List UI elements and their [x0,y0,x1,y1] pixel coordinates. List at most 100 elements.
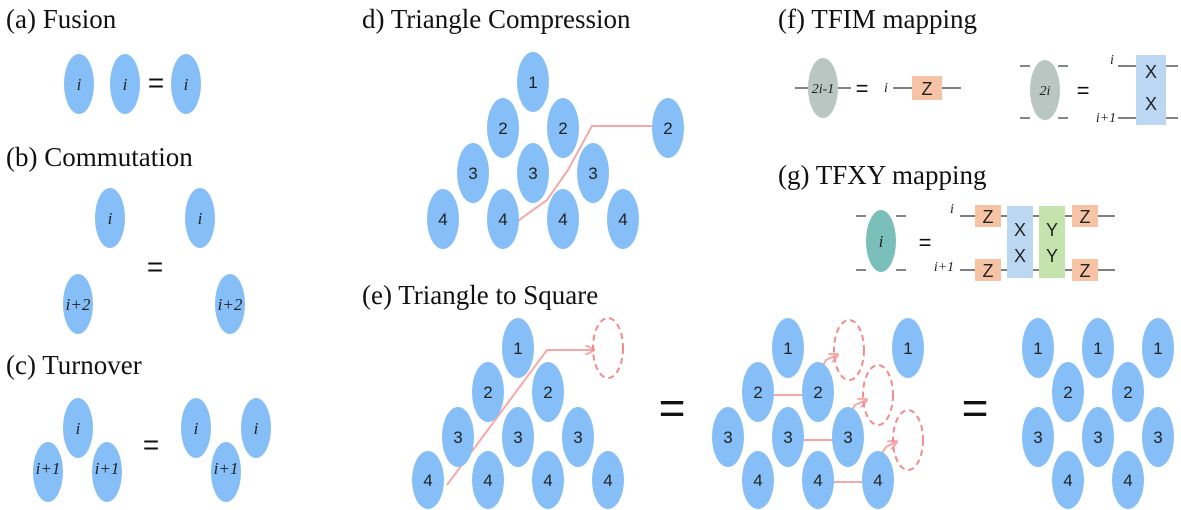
node: 3 [1142,407,1174,467]
node-gray [1030,60,1060,120]
node-label: 2 [753,383,762,402]
node: 2 [742,362,774,422]
node: 3 [517,143,549,203]
node-label: 1 [513,339,522,358]
dashed-target-node [592,317,624,379]
node-label: 2 [498,119,507,138]
node: 3 [562,407,594,467]
node-label: 3 [1093,428,1102,447]
node-label: i [879,232,884,251]
node: 3 [442,407,474,467]
node: 1 [1022,318,1054,378]
gate-label: X [1145,62,1157,82]
node-label: 2 [663,119,672,138]
wire-label: i [884,81,888,96]
xx-gate [1007,206,1033,278]
node: i+2 [63,274,93,334]
shift-arrow [446,350,593,486]
node: 4 [1112,451,1144,509]
node: 4 [1052,451,1084,509]
gate-label: X [1014,246,1026,266]
node-label: 4 [543,471,552,490]
wire-label: i+1 [934,260,954,275]
node-label: 4 [438,210,447,229]
panel-b-title: (b) Commutation [6,142,193,172]
node: 2 [1052,362,1084,422]
node-label: 3 [453,428,462,447]
node-label: 2i [1040,84,1051,99]
node-label: 4 [498,210,507,229]
node-label: 4 [1063,471,1072,490]
node: 4 [592,451,624,509]
panel-f-title: (f) TFIM mapping [778,4,977,34]
node: 4 [487,189,519,249]
node-label: i [108,209,113,228]
panel-a-title: (a) Fusion [6,4,117,34]
gate-label: Z [983,261,994,281]
odd-node-mapping: 2i-1 = i Z [795,58,961,118]
node: i [64,54,94,114]
node: i [185,188,215,248]
panel-b-commutation: (b) Commutation i i+2 = i i+2 [6,142,245,334]
node-teal [866,210,896,272]
equals-sign: = [147,251,163,282]
node: 4 [427,189,459,249]
node-label: i [76,419,81,438]
node-label: 3 [843,428,852,447]
node: 4 [607,189,639,249]
node: 4 [547,189,579,249]
node: 3 [1082,407,1114,467]
node-label: 4 [813,471,822,490]
node: 1 [892,318,924,378]
node-label: 1 [783,339,792,358]
node-label: i+1 [36,459,61,478]
node: 2 [1112,362,1144,422]
triangle-group-2: 1 1 2 2 3 3 3 4 4 4 [712,318,924,509]
even-node-mapping: 2i = i i+1 X X [1020,53,1178,126]
node-label: 1 [528,73,537,92]
compression-arrow [508,125,663,228]
node: 3 [577,143,609,203]
node-label: 4 [753,471,762,490]
node-label: 4 [423,471,432,490]
node-label: 4 [1123,471,1132,490]
node-label: 2 [1123,383,1132,402]
node-label: 2 [543,383,552,402]
gate-label: X [1014,220,1026,240]
node: 2 [532,362,564,422]
node-label: 4 [483,471,492,490]
node-label: i+2 [66,295,91,314]
node-label: 3 [573,428,582,447]
equals-sign: = [962,382,989,434]
node: 4 [802,451,834,509]
node-gray [808,58,838,118]
dashed-target-node [833,319,865,381]
node: 2 [547,98,579,158]
gate-label: Y [1046,246,1058,266]
panel-a-fusion: (a) Fusion i i = i [6,4,201,114]
panel-d-title: d) Triangle Compression [362,4,631,34]
node-label: 3 [513,428,522,447]
node-label: 3 [528,164,537,183]
node: i+1 [92,442,122,502]
gate-label: Z [922,79,933,99]
node: 3 [1022,407,1054,467]
z-gate [912,76,942,100]
gate-label: Y [1046,220,1058,240]
node: 1 [1142,318,1174,378]
gate-label: Z [1080,261,1091,281]
panel-d-triangle-compression: d) Triangle Compression 1 2 2 3 3 3 4 4 … [362,4,684,249]
node-label: i+1 [214,459,239,478]
z-gate [1072,205,1098,227]
panel-f-tfim-mapping: (f) TFIM mapping 2i-1 = i Z 2i = i i+1 [778,4,1178,126]
node: i [171,54,201,114]
node: i [95,188,125,248]
node-label: 4 [603,471,612,490]
node-label: 1 [1093,339,1102,358]
node-label: i [194,419,199,438]
wire-label: i [950,202,954,217]
node-label: 2 [558,119,567,138]
panel-e-triangle-to-square: (e) Triangle to Square 1 2 2 3 3 3 4 4 4… [362,280,1174,509]
node-label: 3 [468,164,477,183]
node: 3 [457,143,489,203]
